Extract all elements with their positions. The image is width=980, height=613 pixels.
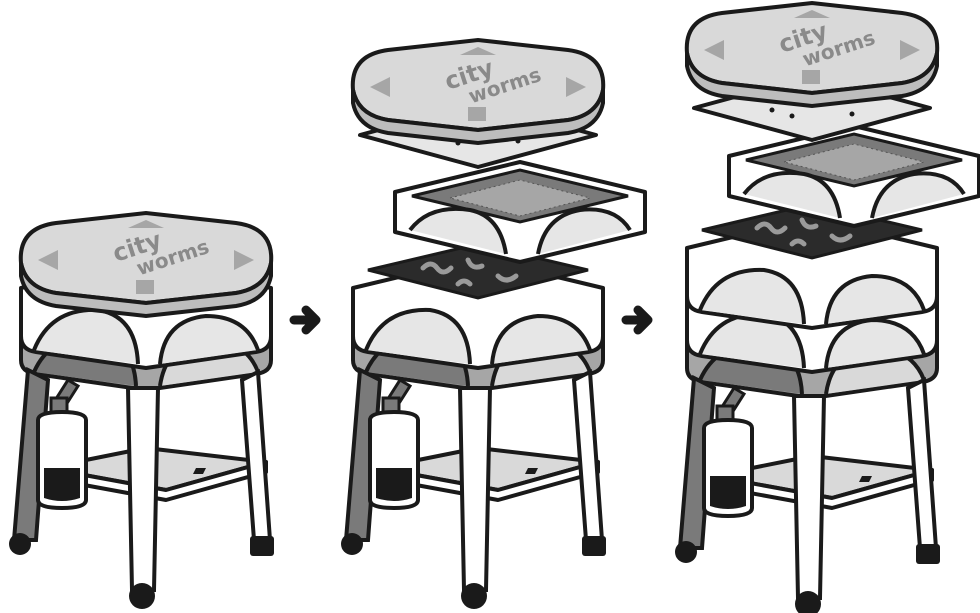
stage-3-mesh-tray (729, 126, 979, 226)
right-arrow-icon (294, 310, 316, 330)
right-arrow-icon (626, 310, 648, 330)
stage-2-unit: city worms (341, 40, 645, 609)
stage-1-unit: city worms (9, 212, 274, 609)
stage-3-unit: city worms (675, 3, 979, 613)
stage-2-mesh-tray (395, 162, 645, 262)
